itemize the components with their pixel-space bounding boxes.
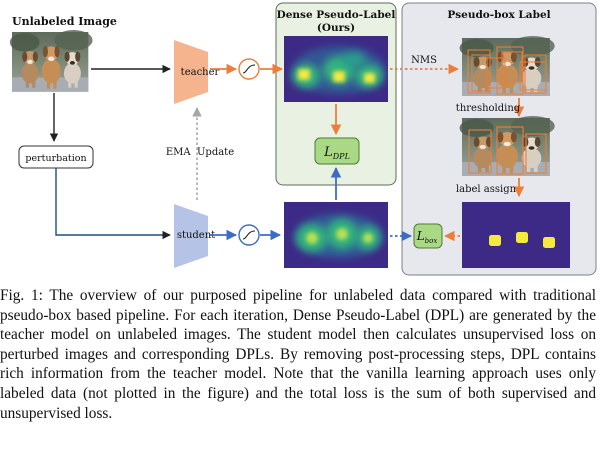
teacher-network (174, 40, 208, 104)
perturbation-label: perturbation (25, 153, 86, 164)
pseudo-box-panel-title: Pseudo-box Label (447, 9, 550, 21)
loss-dpl-box (314, 137, 360, 165)
student-dense-heatmap (284, 202, 388, 268)
teacher-sigmoid-icon (238, 58, 260, 80)
student-label: student (177, 230, 215, 241)
dpl-panel-subtitle: (Ours) (317, 22, 355, 34)
assigned-label-map (462, 202, 570, 268)
figure-caption: Fig. 1: The overview of our purposed pip… (0, 287, 596, 422)
loss-box-label: Lbox (416, 229, 438, 245)
ema-update-label: EMA Update (166, 147, 234, 158)
teacher-label: teacher (181, 67, 220, 78)
unlabeled-dog-photo (9, 29, 93, 92)
loss-dpl-label: LDPL (323, 145, 350, 161)
nms-boxes-photo (459, 36, 555, 96)
unlabeled-image-title: Unlabeled Image (12, 15, 117, 28)
thresholded-boxes-photo (459, 116, 555, 176)
student-network (174, 204, 208, 268)
nms-label: NMS (411, 55, 437, 66)
student-sigmoid-icon (238, 224, 260, 246)
dpl-panel-title: Dense Pseudo-Label (277, 9, 396, 21)
teacher-dense-heatmap (284, 36, 388, 102)
pipeline-diagram: Unlabeled Image Dense Pseudo-Label (Ours… (9, 2, 597, 276)
label-assign-label: label assign (456, 184, 517, 195)
thresholding-label: thresholding (456, 103, 521, 114)
loss-box-box (413, 223, 443, 249)
